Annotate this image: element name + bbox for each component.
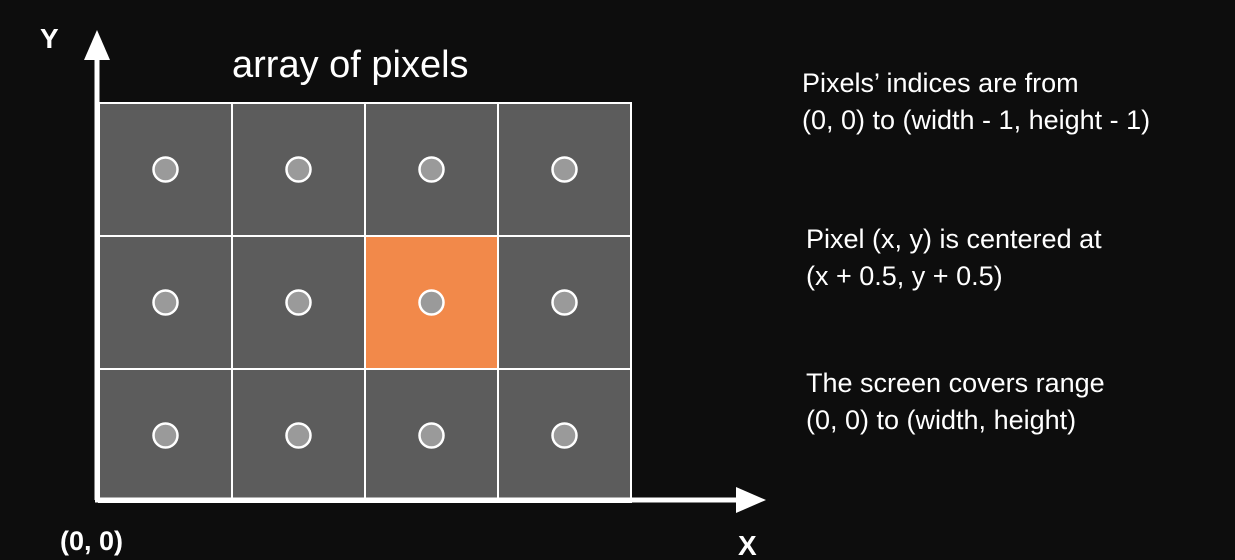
pixel-center-dot-icon: [418, 289, 445, 316]
note-indices-line1: Pixels’ indices are from: [802, 68, 1079, 98]
diagram-title: array of pixels: [232, 44, 469, 86]
pixel-center-dot-icon: [152, 156, 179, 183]
pixel-grid: [98, 102, 632, 503]
note-screen-range: The screen covers range (0, 0) to (width…: [806, 365, 1105, 439]
pixel-center-dot-icon: [285, 289, 312, 316]
pixel-center-dot-icon: [551, 422, 578, 449]
pixel-center-dot-icon: [285, 422, 312, 449]
note-centered-line1: Pixel (x, y) is centered at: [806, 224, 1102, 254]
pixel-center-dot-icon: [285, 156, 312, 183]
x-axis-arrow-icon: [736, 487, 766, 513]
note-centered: Pixel (x, y) is centered at (x + 0.5, y …: [806, 221, 1102, 295]
origin-label: (0, 0): [60, 526, 123, 556]
pixel-center-dot-icon: [152, 422, 179, 449]
note-indices: Pixels’ indices are from (0, 0) to (widt…: [802, 65, 1150, 139]
y-axis-arrow-icon: [84, 30, 110, 60]
pixel-center-dot-icon: [418, 156, 445, 183]
pixel-center-dot-icon: [551, 156, 578, 183]
note-screen-range-line2: (0, 0) to (width, height): [806, 405, 1077, 435]
x-axis-label: X: [738, 530, 757, 560]
note-indices-line2: (0, 0) to (width - 1, height - 1): [802, 105, 1151, 135]
y-axis-label: Y: [40, 23, 59, 54]
pixel-center-dot-icon: [551, 289, 578, 316]
pixel-center-dot-icon: [152, 289, 179, 316]
note-screen-range-line1: The screen covers range: [806, 368, 1105, 398]
pixel-center-dot-icon: [418, 422, 445, 449]
note-centered-line2: (x + 0.5, y + 0.5): [806, 261, 1003, 291]
